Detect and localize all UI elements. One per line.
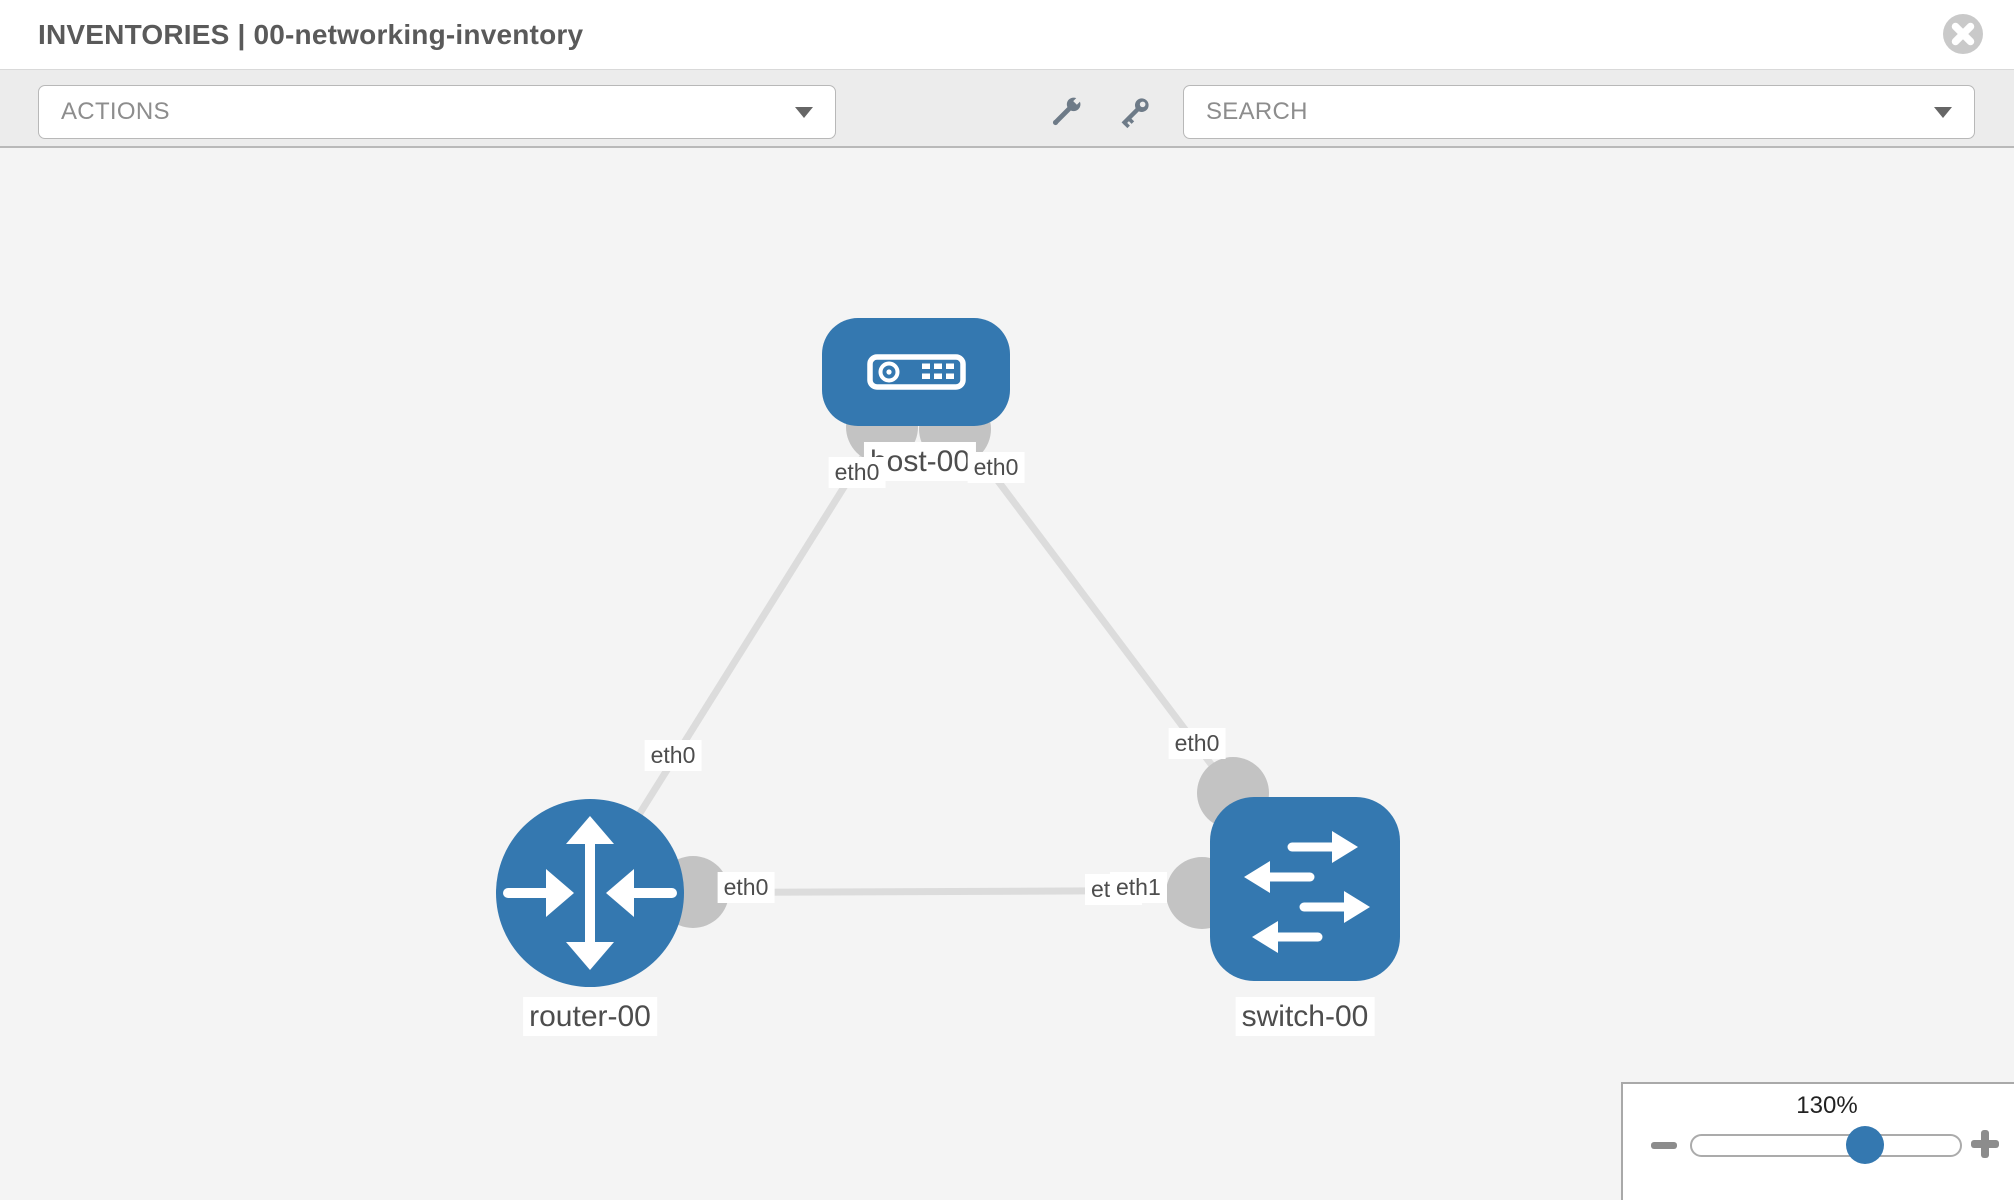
if-label-host-right: eth0 <box>967 452 1025 484</box>
switch-icon <box>1244 831 1370 953</box>
close-button[interactable] <box>1942 13 1984 55</box>
zoom-slider-handle[interactable] <box>1846 1126 1884 1164</box>
if-label-host-left: eth0 <box>828 457 886 489</box>
key-icon <box>1121 98 1149 129</box>
zoom-control-panel: 130% <box>1621 1082 2014 1200</box>
breadcrumb-header: INVENTORIES | 00-networking-inventory <box>0 0 2014 70</box>
host-node-shape[interactable] <box>822 318 1010 426</box>
toolbar: ACTIONS SEARCH <box>0 70 2014 148</box>
node-switch-00[interactable] <box>1210 797 1400 981</box>
if-label-router-h: eth0 <box>717 872 775 904</box>
page-title: INVENTORIES | 00-networking-inventory <box>38 19 584 50</box>
zoom-slider-track[interactable] <box>1690 1134 1962 1157</box>
search-input[interactable]: SEARCH <box>1206 98 1308 125</box>
actions-dropdown-label: ACTIONS <box>61 98 170 125</box>
chevron-down-icon <box>795 106 813 118</box>
search-dropdown[interactable]: SEARCH <box>1183 85 1975 139</box>
zoom-out-button[interactable] <box>1651 1137 1677 1153</box>
topology-canvas[interactable]: host-00 router-00 switch-00 eth0 eth0 et… <box>0 148 2014 1200</box>
zoom-in-button[interactable] <box>1971 1130 1999 1158</box>
configure-button[interactable] <box>1046 92 1086 132</box>
if-label-switch-h-eth1: eth1 <box>1110 872 1167 904</box>
switch-node-shape[interactable] <box>1210 797 1400 981</box>
node-label-router[interactable]: router-00 <box>523 997 657 1036</box>
node-label-switch[interactable]: switch-00 <box>1235 997 1375 1036</box>
credentials-button[interactable] <box>1115 92 1155 132</box>
chevron-down-icon <box>1934 106 1952 118</box>
host-icon <box>867 354 966 390</box>
node-router-00[interactable] <box>496 799 684 987</box>
if-label-switch-diag: eth0 <box>1168 728 1226 760</box>
node-host-00[interactable] <box>822 318 1010 426</box>
zoom-level-value: 130% <box>1796 1092 1858 1119</box>
minus-icon <box>1651 1142 1677 1149</box>
if-label-router-diag: eth0 <box>644 740 702 772</box>
wrench-icon <box>1052 95 1083 126</box>
router-icon <box>503 816 677 970</box>
actions-dropdown[interactable]: ACTIONS <box>38 85 836 139</box>
close-icon <box>1943 14 1983 54</box>
